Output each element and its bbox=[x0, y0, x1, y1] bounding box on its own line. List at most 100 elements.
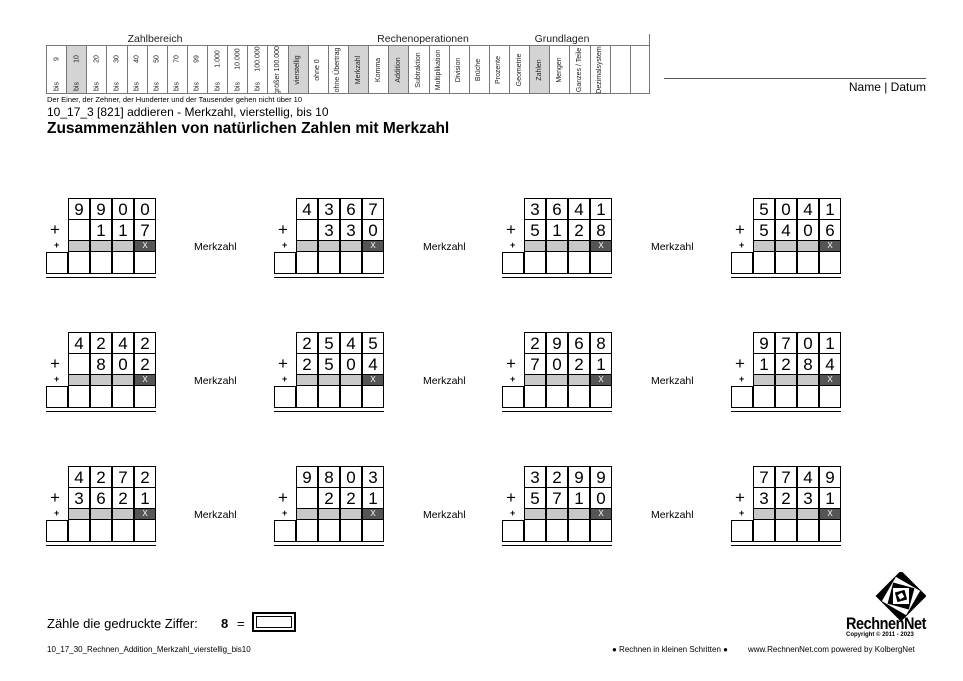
carry-cell[interactable] bbox=[524, 374, 546, 386]
result-cell[interactable] bbox=[502, 386, 524, 408]
result-cell[interactable] bbox=[274, 520, 296, 542]
carry-cell[interactable] bbox=[797, 240, 819, 252]
carry-cell[interactable] bbox=[524, 240, 546, 252]
carry-cell[interactable] bbox=[112, 240, 134, 252]
result-cell[interactable] bbox=[546, 520, 568, 542]
carry-cell[interactable] bbox=[296, 240, 318, 252]
result-cell[interactable] bbox=[819, 252, 841, 274]
result-cell[interactable] bbox=[775, 386, 797, 408]
result-cell[interactable] bbox=[819, 520, 841, 542]
result-cell[interactable] bbox=[362, 252, 384, 274]
result-cell[interactable] bbox=[112, 386, 134, 408]
carry-cell[interactable] bbox=[568, 508, 590, 520]
result-cell[interactable] bbox=[68, 252, 90, 274]
result-cell[interactable] bbox=[797, 386, 819, 408]
carry-cell[interactable] bbox=[296, 508, 318, 520]
result-cell[interactable] bbox=[296, 520, 318, 542]
result-cell[interactable] bbox=[731, 252, 753, 274]
result-cell[interactable] bbox=[318, 386, 340, 408]
carry-cell[interactable] bbox=[318, 508, 340, 520]
carry-cell[interactable] bbox=[68, 240, 90, 252]
result-cell[interactable] bbox=[775, 252, 797, 274]
result-cell[interactable] bbox=[590, 252, 612, 274]
website-link[interactable]: www.RechnenNet.com powered by KolbergNet bbox=[748, 645, 915, 654]
result-cell[interactable] bbox=[753, 520, 775, 542]
carry-cell[interactable] bbox=[340, 374, 362, 386]
result-cell[interactable] bbox=[112, 520, 134, 542]
carry-cell[interactable] bbox=[90, 374, 112, 386]
result-cell[interactable] bbox=[362, 386, 384, 408]
result-cell[interactable] bbox=[546, 252, 568, 274]
carry-cell[interactable] bbox=[546, 240, 568, 252]
carry-cell[interactable] bbox=[775, 374, 797, 386]
result-cell[interactable] bbox=[797, 252, 819, 274]
result-cell[interactable] bbox=[46, 520, 68, 542]
result-cell[interactable] bbox=[296, 386, 318, 408]
result-cell[interactable] bbox=[340, 520, 362, 542]
carry-cell[interactable] bbox=[68, 508, 90, 520]
result-cell[interactable] bbox=[731, 386, 753, 408]
carry-cell[interactable] bbox=[753, 508, 775, 520]
carry-cell[interactable] bbox=[524, 508, 546, 520]
carry-cell[interactable] bbox=[112, 508, 134, 520]
copyright: Copyright © 2011 - 2023 bbox=[846, 632, 914, 638]
result-cell[interactable] bbox=[90, 252, 112, 274]
carry-cell[interactable] bbox=[775, 508, 797, 520]
result-cell[interactable] bbox=[134, 520, 156, 542]
carry-cell[interactable] bbox=[68, 374, 90, 386]
carry-cell[interactable] bbox=[296, 374, 318, 386]
result-cell[interactable] bbox=[296, 252, 318, 274]
carry-cell[interactable] bbox=[340, 240, 362, 252]
carry-cell[interactable] bbox=[340, 508, 362, 520]
result-cell[interactable] bbox=[753, 252, 775, 274]
carry-cell[interactable] bbox=[753, 374, 775, 386]
result-cell[interactable] bbox=[502, 520, 524, 542]
carry-cell[interactable] bbox=[546, 508, 568, 520]
result-cell[interactable] bbox=[362, 520, 384, 542]
carry-cell[interactable] bbox=[797, 374, 819, 386]
result-cell[interactable] bbox=[590, 520, 612, 542]
result-cell[interactable] bbox=[568, 386, 590, 408]
result-cell[interactable] bbox=[318, 520, 340, 542]
result-cell[interactable] bbox=[819, 386, 841, 408]
result-cell[interactable] bbox=[524, 520, 546, 542]
result-cell[interactable] bbox=[90, 520, 112, 542]
carry-cell[interactable] bbox=[568, 240, 590, 252]
result-cell[interactable] bbox=[274, 386, 296, 408]
result-cell[interactable] bbox=[524, 386, 546, 408]
result-cell[interactable] bbox=[753, 386, 775, 408]
result-cell[interactable] bbox=[524, 252, 546, 274]
result-cell[interactable] bbox=[340, 386, 362, 408]
result-cell[interactable] bbox=[134, 386, 156, 408]
result-cell[interactable] bbox=[112, 252, 134, 274]
carry-cell[interactable] bbox=[90, 240, 112, 252]
carry-cell[interactable] bbox=[112, 374, 134, 386]
header-column: Division bbox=[448, 45, 469, 94]
result-cell[interactable] bbox=[590, 386, 612, 408]
result-cell[interactable] bbox=[546, 386, 568, 408]
result-cell[interactable] bbox=[568, 252, 590, 274]
result-cell[interactable] bbox=[775, 520, 797, 542]
result-cell[interactable] bbox=[502, 252, 524, 274]
result-cell[interactable] bbox=[731, 520, 753, 542]
result-cell[interactable] bbox=[68, 386, 90, 408]
carry-cell[interactable] bbox=[797, 508, 819, 520]
carry-cell[interactable] bbox=[90, 508, 112, 520]
carry-cell[interactable] bbox=[546, 374, 568, 386]
result-cell[interactable] bbox=[46, 386, 68, 408]
carry-cell[interactable] bbox=[318, 374, 340, 386]
result-cell[interactable] bbox=[68, 520, 90, 542]
carry-cell[interactable] bbox=[753, 240, 775, 252]
carry-cell[interactable] bbox=[568, 374, 590, 386]
result-cell[interactable] bbox=[274, 252, 296, 274]
result-cell[interactable] bbox=[46, 252, 68, 274]
result-cell[interactable] bbox=[134, 252, 156, 274]
result-cell[interactable] bbox=[340, 252, 362, 274]
result-cell[interactable] bbox=[797, 520, 819, 542]
result-cell[interactable] bbox=[318, 252, 340, 274]
carry-cell[interactable] bbox=[318, 240, 340, 252]
result-cell[interactable] bbox=[568, 520, 590, 542]
carry-cell[interactable] bbox=[775, 240, 797, 252]
count-answer-box[interactable] bbox=[252, 612, 296, 632]
result-cell[interactable] bbox=[90, 386, 112, 408]
